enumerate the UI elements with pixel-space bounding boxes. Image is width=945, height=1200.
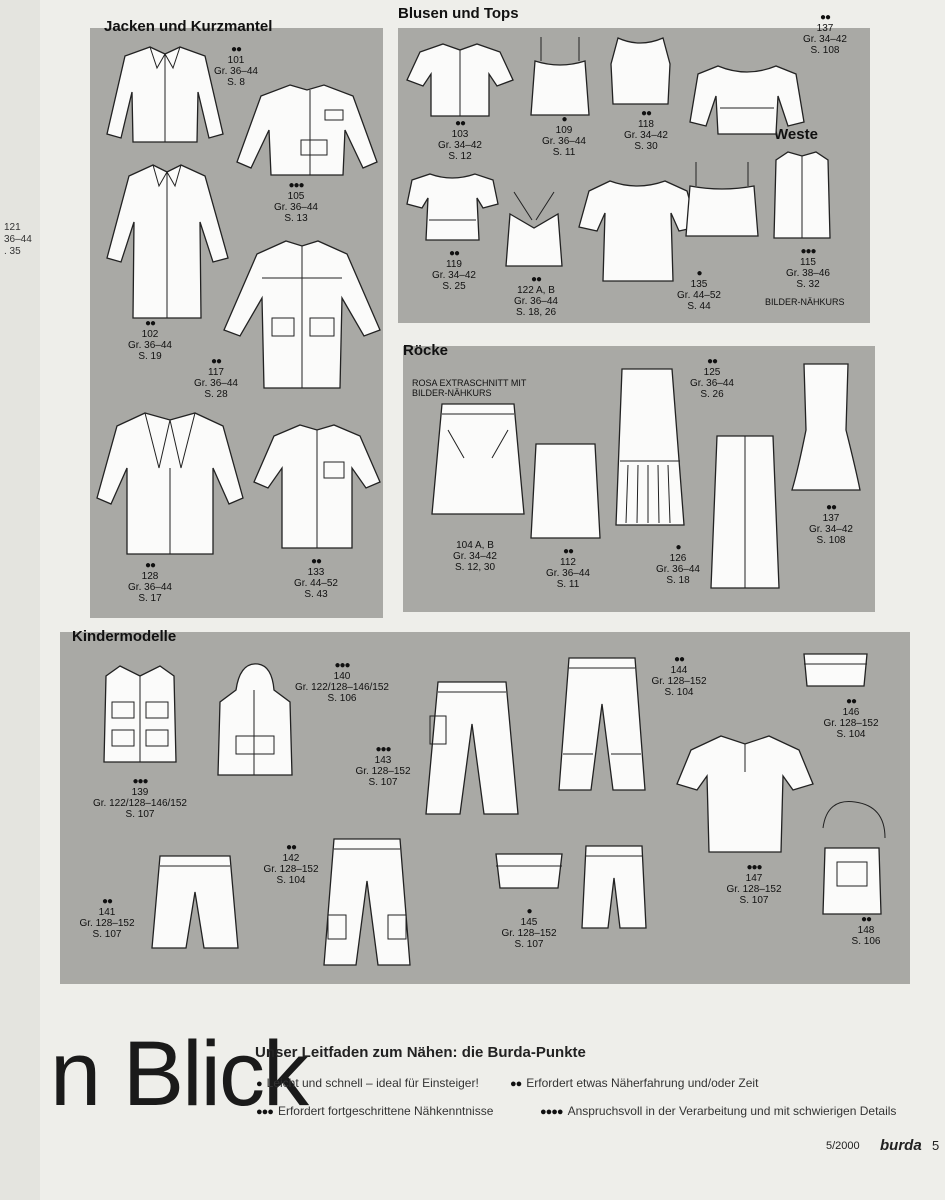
capri-pants-drawing [581, 845, 647, 929]
section-title-kinder: Kindermodelle [72, 628, 177, 645]
legend-row-2: ●●Erfordert etwas Näherfahrung und/oder … [510, 1076, 759, 1090]
pants-142-drawing [323, 838, 411, 966]
section-title-blusen: Blusen und Tops [398, 5, 519, 22]
shoulder-bag-148-drawing [822, 801, 886, 915]
footer-issue: 5/2000 [826, 1140, 860, 1152]
top-118-drawing [610, 37, 671, 105]
section-title-roecke: Röcke [403, 342, 449, 359]
vest-139-drawing [103, 665, 177, 763]
left-page-ref: . 35 [4, 246, 21, 257]
dot-four-icon: ●●●● [540, 1106, 564, 1118]
top-109-drawing [530, 37, 590, 116]
note-rosa-extraschnitt: ROSA EXTRASCHNITT MIT BILDER-NÄHKURS [412, 378, 527, 398]
skirt-112-drawing [530, 443, 601, 539]
blouse-137-drawing [689, 65, 805, 135]
blouse-119-drawing [406, 173, 499, 241]
belt-bag-145-drawing [495, 853, 563, 889]
blouse-135-drawing [578, 180, 698, 282]
shorts-141-drawing [151, 855, 239, 949]
pants-143-drawing [425, 681, 519, 815]
hooded-vest-140-drawing [217, 663, 293, 776]
dot-three-icon: ●●● [256, 1106, 274, 1118]
footer-brand-logo: burda [880, 1137, 922, 1154]
section-title-weste: Weste [774, 126, 818, 143]
bag-146-drawing [803, 653, 868, 687]
legend-title: Unser Leitfaden zum Nähen: die Burda-Pun… [255, 1044, 586, 1061]
skirt-125-drawing [710, 435, 780, 589]
skirt-104-drawing [431, 403, 525, 515]
top-camisole-drawing [685, 162, 759, 237]
coat-117-drawing [223, 240, 381, 389]
jacket-105-drawing [236, 84, 378, 176]
blouse-103-drawing [406, 43, 514, 117]
dot-one-icon: ● [256, 1078, 263, 1090]
section-title-jacken: Jacken und Kurzmantel [104, 18, 273, 35]
shirt-147-drawing [676, 735, 814, 853]
jacket-101-drawing [106, 46, 224, 143]
legend-row-1: ●Leicht und schnell – ideal für Einsteig… [256, 1076, 479, 1090]
legend-row-3: ●●●Erfordert fortgeschrittene Nähkenntni… [256, 1104, 494, 1118]
dot-two-icon: ●● [510, 1078, 522, 1090]
footer-page-number: 5 [932, 1138, 940, 1153]
jacket-133-drawing [253, 424, 381, 549]
left-page-size: 36–44 [4, 234, 32, 245]
vest-115-drawing [773, 151, 831, 239]
headline-blick: n Blick [50, 1023, 309, 1125]
coat-102-drawing [106, 164, 229, 319]
left-page-number: 121 [4, 222, 21, 233]
blazer-128-drawing [96, 412, 244, 555]
top-122-drawing [505, 191, 563, 267]
pants-144-drawing [558, 657, 646, 791]
skirt-126-drawing [615, 368, 685, 526]
skirt-137-drawing [791, 363, 861, 491]
note-bilder-naehkurs: BILDER-NÄHKURS [765, 297, 845, 307]
legend-row-4: ●●●●Anspruchsvoll in der Verarbeitung un… [540, 1104, 897, 1118]
